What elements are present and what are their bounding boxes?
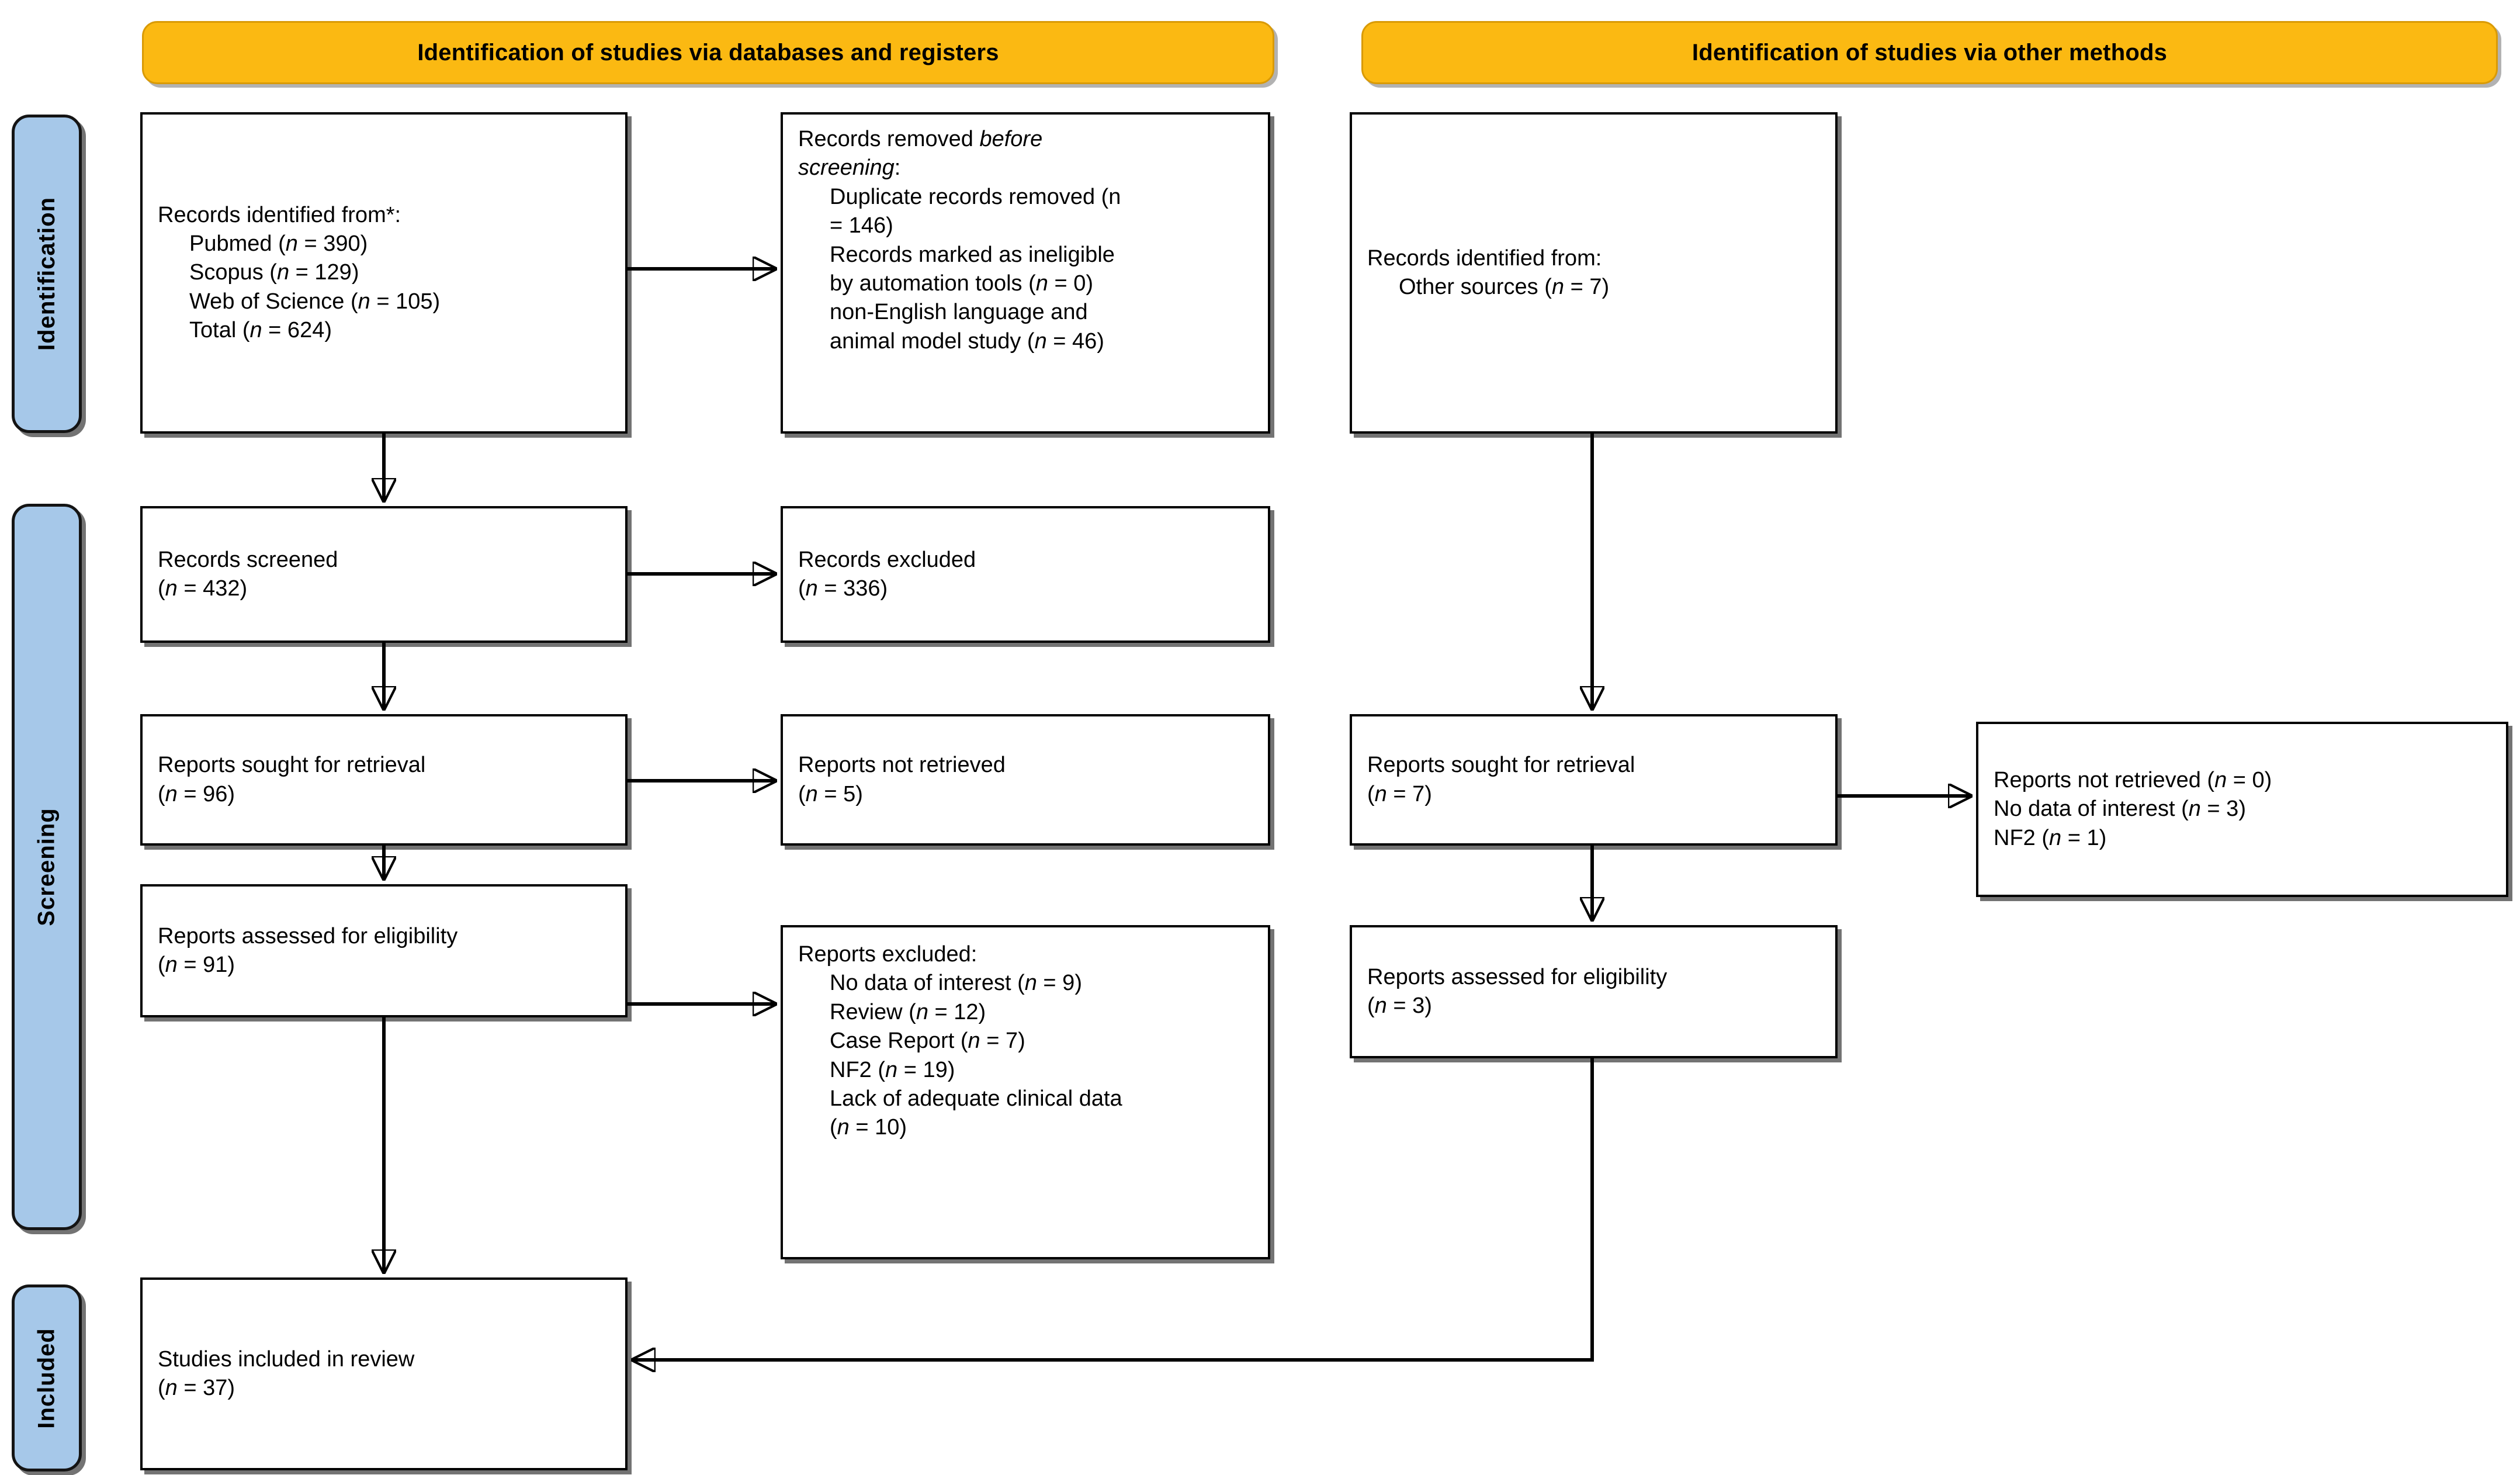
box-records-excluded: Records excluded (n = 336) bbox=[781, 506, 1270, 643]
node-line: Records removed before bbox=[798, 127, 1043, 151]
node-line: Records identified from: bbox=[1367, 245, 1602, 271]
node-line: (n = 5) bbox=[798, 781, 863, 806]
box-reports-not-retrieved-other: Reports not retrieved (n = 0) No data of… bbox=[1976, 722, 2508, 897]
node-line: (n = 37) bbox=[158, 1376, 235, 1400]
box-reports-not-retrieved-databases: Reports not retrieved (n = 5) bbox=[781, 714, 1270, 846]
node-line: Reports assessed for eligibility bbox=[158, 923, 458, 948]
node-line: Records excluded bbox=[798, 547, 976, 572]
box-reports-sought-for-retrieval-other: Reports sought for retrieval (n = 7) bbox=[1350, 714, 1838, 846]
node-line: Other sources (n = 7) bbox=[1399, 275, 1610, 299]
stage-header-label: Identification of studies via databases … bbox=[417, 39, 999, 65]
node-line: Lack of adequate clinical data bbox=[830, 1086, 1122, 1111]
stage-header-other-methods: Identification of studies via other meth… bbox=[1361, 21, 2498, 84]
node-line: Reports not retrieved bbox=[798, 753, 1006, 778]
node-line: (n = 7) bbox=[1367, 781, 1432, 806]
node-line: screening: bbox=[798, 155, 901, 181]
node-line: (n = 3) bbox=[1367, 993, 1432, 1018]
box-records-identified-from: Records identified from*: Pubmed (n = 39… bbox=[140, 112, 628, 434]
node-line: Web of Science (n = 105) bbox=[189, 289, 441, 314]
node-line: Pubmed (n = 390) bbox=[189, 231, 368, 256]
node-line: Case Report (n = 7) bbox=[830, 1029, 1025, 1054]
node-line: Reports excluded: bbox=[798, 942, 978, 967]
node-line: Duplicate records removed (n bbox=[830, 184, 1121, 209]
node-line: animal model study (n = 46) bbox=[830, 328, 1104, 354]
stage-header-label: Identification of studies via other meth… bbox=[1691, 39, 2168, 65]
node-line: (n = 336) bbox=[798, 576, 888, 601]
box-records-identified-other-sources: Records identified from: Other sources (… bbox=[1350, 112, 1838, 434]
node-line: (n = 10) bbox=[830, 1115, 907, 1140]
node-line: (n = 91) bbox=[158, 953, 235, 977]
node-line: Scopus (n = 129) bbox=[189, 260, 359, 285]
box-records-removed-before-screening: Records removed before screening: Duplic… bbox=[781, 112, 1270, 434]
phase-label-identification: Identification bbox=[12, 115, 82, 433]
node-line: No data of interest (n = 3) bbox=[1994, 797, 2246, 822]
box-reports-assessed-for-eligibility-other: Reports assessed for eligibility (n = 3) bbox=[1350, 925, 1838, 1058]
node-line: Records identified from*: bbox=[158, 202, 401, 227]
node-line: = 146) bbox=[830, 213, 893, 238]
node-line: Total (n = 624) bbox=[189, 318, 332, 343]
node-line: Reports sought for retrieval bbox=[158, 753, 426, 778]
node-line: by automation tools (n = 0) bbox=[830, 271, 1093, 296]
box-reports-excluded-databases: Reports excluded: No data of interest (n… bbox=[781, 925, 1270, 1259]
node-line: Studies included in review bbox=[158, 1346, 415, 1372]
node-line: Records marked as ineligible bbox=[830, 242, 1115, 267]
box-records-screened: Records screened (n = 432) bbox=[140, 506, 628, 643]
stage-header-databases-registers: Identification of studies via databases … bbox=[142, 21, 1274, 84]
phase-label-screening: Screening bbox=[12, 504, 82, 1230]
node-line: Review (n = 12) bbox=[830, 999, 986, 1024]
node-line: Reports sought for retrieval bbox=[1367, 753, 1635, 778]
box-studies-included-in-review: Studies included in review (n = 37) bbox=[140, 1277, 628, 1470]
node-line: Reports assessed for eligibility bbox=[1367, 964, 1668, 989]
phase-label-text: Identification bbox=[33, 197, 60, 351]
phase-label-text: Screening bbox=[33, 808, 60, 926]
node-line: No data of interest (n = 9) bbox=[830, 971, 1082, 996]
node-line: NF2 (n = 1) bbox=[1994, 825, 2107, 850]
node-line: non-English language and bbox=[830, 300, 1088, 325]
phase-label-included: Included bbox=[12, 1284, 82, 1471]
box-reports-sought-for-retrieval-databases: Reports sought for retrieval (n = 96) bbox=[140, 714, 628, 846]
phase-label-text: Included bbox=[33, 1327, 60, 1429]
node-line: Records screened bbox=[158, 547, 338, 572]
node-line: NF2 (n = 19) bbox=[830, 1057, 955, 1082]
box-reports-assessed-for-eligibility-databases: Reports assessed for eligibility (n = 91… bbox=[140, 884, 628, 1017]
node-line: Reports not retrieved (n = 0) bbox=[1994, 767, 2272, 792]
node-line: (n = 96) bbox=[158, 781, 235, 806]
node-line: (n = 432) bbox=[158, 576, 248, 601]
